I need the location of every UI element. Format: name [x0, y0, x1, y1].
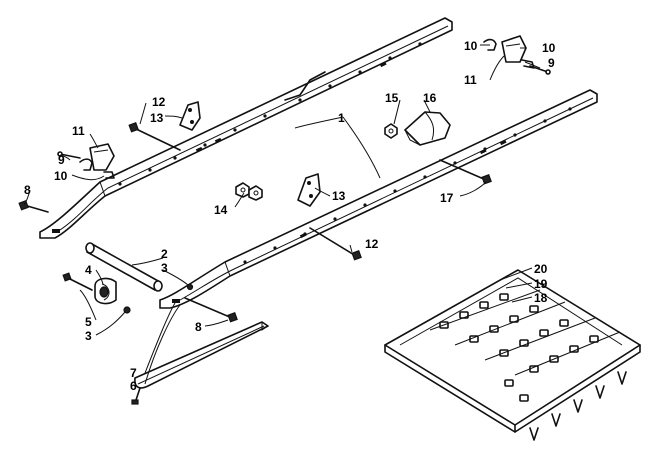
bolt-8-lower — [184, 297, 238, 323]
callout-8-lower: 8 — [195, 320, 202, 334]
callout-11-right: 11 — [464, 73, 477, 87]
callout-15: 15 — [385, 91, 399, 105]
callout-10-left: 10 — [54, 169, 68, 183]
callout-3-lower: 3 — [85, 329, 92, 343]
stopper-block-right — [501, 35, 527, 63]
right-rail-holes — [172, 107, 572, 303]
callout-1: 1 — [338, 111, 345, 125]
bolt-12-left — [128, 122, 181, 151]
nut-15 — [384, 123, 398, 139]
callout-16: 16 — [423, 91, 437, 105]
suspension-arm-rear — [179, 101, 201, 131]
callout-11-left: 11 — [72, 124, 85, 138]
track-section — [384, 269, 641, 441]
callout-4: 4 — [85, 263, 92, 277]
track-rods — [429, 289, 621, 376]
callouts: 1 2 3 3 4 5 6 7 8 8 9 9 10 10 10 11 11 1… — [24, 39, 556, 393]
callout-7: 7 — [130, 366, 137, 380]
callout-20: 20 — [534, 262, 548, 276]
suspension-arm-front — [297, 173, 321, 207]
bolt-12-right — [309, 227, 362, 261]
callout-13-right: 13 — [332, 189, 346, 203]
callout-12-left: 12 — [152, 95, 166, 109]
screw-6 — [131, 387, 141, 405]
callout-10-right-a: 10 — [464, 39, 478, 53]
callout-17: 17 — [440, 191, 454, 205]
callout-3-upper: 3 — [161, 261, 168, 275]
callout-8-left: 8 — [24, 183, 31, 197]
callout-14: 14 — [214, 203, 228, 217]
left-rail-holes — [52, 42, 422, 233]
stopper-block-left — [89, 143, 115, 171]
nut-3-upper — [186, 283, 194, 291]
callout-13-left: 13 — [150, 111, 164, 125]
callout-9-right: 9 — [548, 56, 555, 70]
clip-10-left — [79, 158, 115, 179]
leader-lines — [23, 44, 541, 385]
track-teeth — [529, 371, 627, 441]
wear-strip-7 — [134, 321, 269, 389]
pin-9-right — [529, 65, 551, 75]
idler-wheel-4 — [94, 277, 117, 305]
callout-10-right-b: 10 — [542, 41, 556, 55]
bumper-block-16 — [404, 111, 451, 146]
left-slide-rail — [39, 17, 453, 239]
callout-12-right: 12 — [365, 237, 379, 251]
callout-6: 6 — [130, 379, 137, 393]
callout-19: 19 — [534, 277, 548, 291]
bolt-17 — [439, 159, 492, 185]
callout-2: 2 — [161, 247, 168, 261]
callout-5: 5 — [85, 315, 92, 329]
bolt-5 — [62, 272, 93, 291]
nut-14 — [235, 182, 263, 201]
nut-3-lower — [123, 306, 131, 314]
callout-18: 18 — [534, 291, 548, 305]
callout-9-left: 9 — [58, 153, 65, 167]
right-slide-rail — [159, 89, 598, 309]
track-lugs — [439, 293, 599, 402]
bolt-8-left — [18, 200, 49, 213]
cross-shaft — [85, 242, 163, 292]
